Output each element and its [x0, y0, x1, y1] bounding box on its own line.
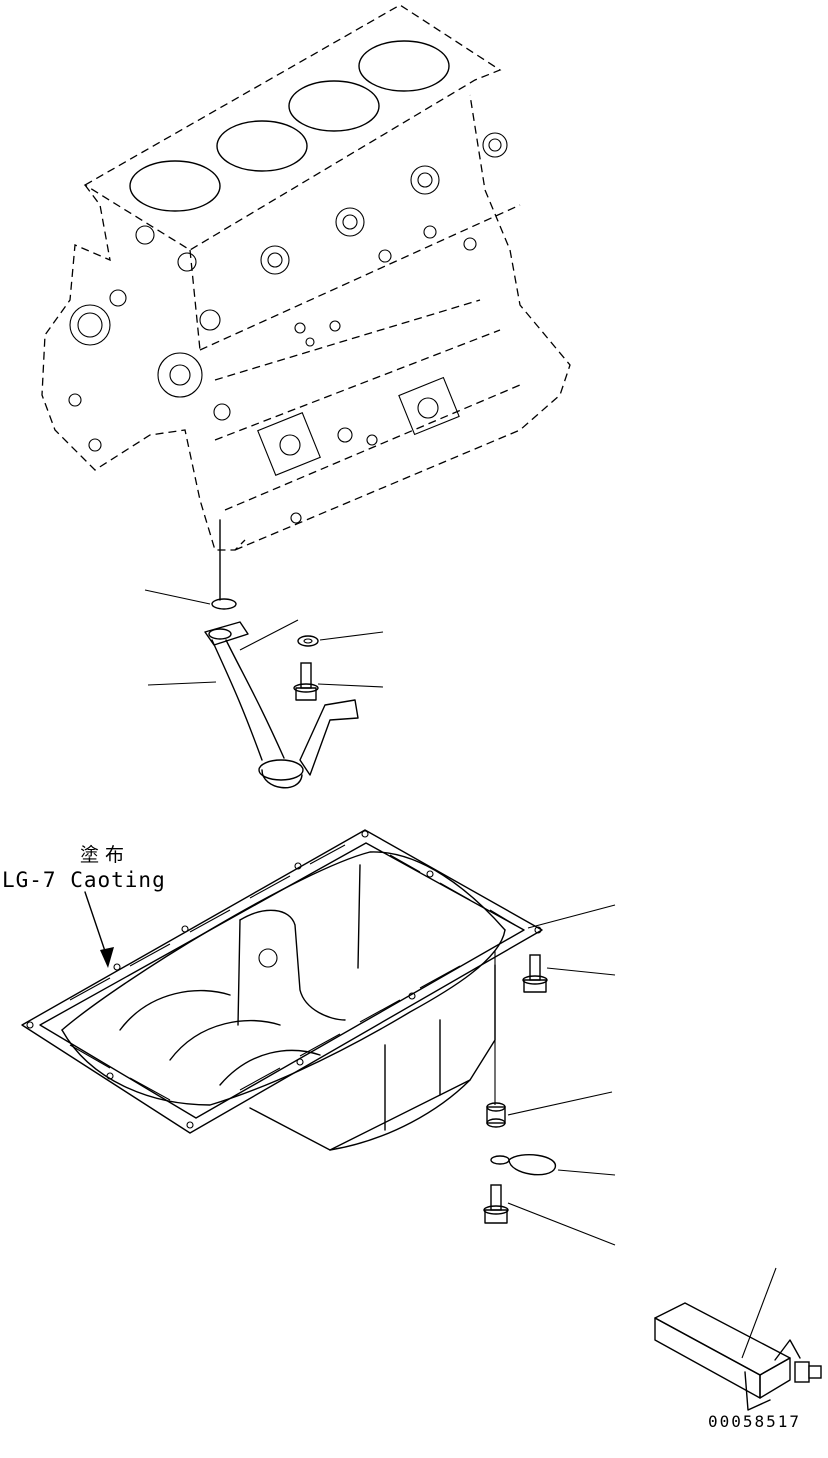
leader-bolt-strainer [317, 683, 384, 688]
cylinder-bore-1 [129, 160, 221, 212]
drain-tool [654, 1302, 822, 1411]
cylinder-bore-2 [216, 120, 308, 172]
leader-o-ring [144, 589, 211, 605]
cylinder-bore-3 [288, 80, 380, 132]
leader-strainer-tube [147, 681, 217, 686]
leader-drain-plug [507, 1202, 616, 1246]
oil-pan [21, 829, 543, 1151]
drain-gasket [490, 1154, 556, 1176]
leader-drain-collar [507, 1091, 613, 1116]
coating-note-en: LG-7 Caoting [2, 868, 166, 892]
bolt-strainer [293, 662, 319, 701]
coating-arrow [84, 891, 114, 968]
leader-bolt-oil-pan [546, 967, 616, 976]
cylinder-bore-4 [358, 40, 450, 92]
leader-drain-tool [741, 1267, 777, 1359]
coating-note-jp: 塗布 [80, 844, 131, 866]
leader-washer [319, 631, 384, 641]
leader-oil-pan [527, 904, 616, 929]
washer [297, 635, 319, 647]
drawing-number: 00058517 [708, 1412, 802, 1431]
oil-strainer-tube [204, 619, 359, 789]
bolt-oil-pan [522, 954, 548, 993]
drain-collar [486, 1102, 506, 1128]
drain-plug-bolt [483, 1184, 509, 1224]
engine-block [41, 4, 571, 601]
o-ring [211, 598, 237, 610]
leader-drain-gasket [557, 1169, 616, 1176]
